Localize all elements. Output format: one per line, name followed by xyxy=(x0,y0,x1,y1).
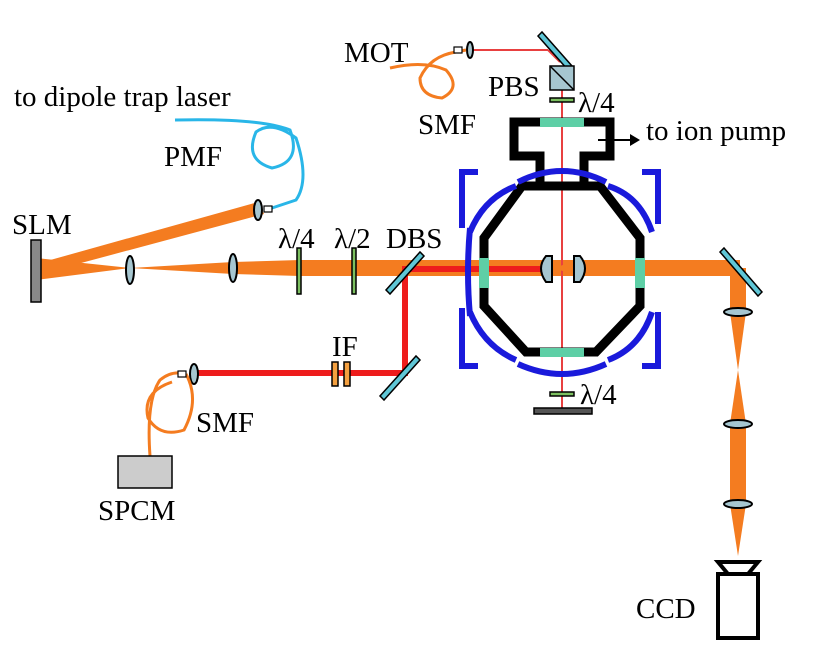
smf-top-connector xyxy=(453,46,463,54)
coil-bracket-right xyxy=(642,169,661,224)
trapped-atom xyxy=(560,265,566,271)
asphere-left xyxy=(540,255,553,283)
label-dbs: DBS xyxy=(386,223,442,255)
coil-arc-left xyxy=(465,227,473,317)
fluorescence-beam xyxy=(194,266,542,376)
red-beam-horizontal-top xyxy=(402,266,542,272)
vertical-beam-to-ccd xyxy=(730,504,746,556)
hwp-plate xyxy=(351,247,357,295)
lens-pmf xyxy=(253,199,263,221)
lens-mot xyxy=(466,41,474,59)
slm-incoming-beam xyxy=(36,202,264,274)
window-left xyxy=(479,258,489,288)
coil-bracket-right-low xyxy=(642,312,661,369)
smf-bottom-connector xyxy=(177,370,187,378)
ccd-camera xyxy=(713,560,763,640)
pmf-connector xyxy=(263,205,273,213)
label-spcm: SPCM xyxy=(98,495,175,527)
coil-arc-left-3 xyxy=(467,310,518,363)
spcm-box xyxy=(117,455,173,489)
mirrors xyxy=(378,30,764,415)
qwp-plate xyxy=(296,247,302,295)
coil-arc-right-2 xyxy=(606,311,655,363)
interference-filters xyxy=(331,361,351,387)
vertical-beam-upper xyxy=(730,268,746,312)
coils xyxy=(459,168,661,377)
window-top xyxy=(540,118,584,127)
coil-arc-right-1 xyxy=(607,183,655,233)
label-if: IF xyxy=(332,331,358,363)
red-beam-horizontal-bottom xyxy=(194,370,408,376)
label-qwp: λ/4 xyxy=(278,223,315,255)
coil-arc-bottom xyxy=(516,361,608,377)
lens-ccd-2 xyxy=(723,419,753,429)
smf-bottom-fiber xyxy=(145,371,194,457)
lens-ccd-1 xyxy=(723,307,753,317)
coil-bracket-left-low xyxy=(459,308,478,369)
ccd-body xyxy=(716,572,760,640)
mirror-ccd xyxy=(718,246,764,298)
window-right xyxy=(635,258,645,288)
lens-slm-2 xyxy=(228,253,238,283)
vacuum-chamber xyxy=(479,117,645,357)
label-pmf: PMF xyxy=(164,141,222,173)
vertical-beam-focus-2 xyxy=(730,370,746,424)
in-vacuum-lenses xyxy=(540,255,586,283)
lens-ccd-3 xyxy=(723,499,753,509)
label-pbs: PBS xyxy=(488,71,540,103)
coil-arc-left-2 xyxy=(467,183,518,234)
lens-slm-1 xyxy=(125,255,135,285)
slm-device xyxy=(30,239,42,303)
vertical-beam-middle xyxy=(730,424,746,504)
label-qwp-bottom: λ/4 xyxy=(580,379,617,411)
label-ion-pump: to ion pump xyxy=(646,115,786,147)
asphere-right xyxy=(573,255,586,283)
if-plate-1 xyxy=(331,361,339,387)
label-mot: MOT xyxy=(344,37,409,69)
fibers xyxy=(145,46,467,457)
red-beam-vertical xyxy=(402,270,408,374)
ion-pump-arrow xyxy=(630,134,640,146)
label-hwp: λ/2 xyxy=(334,223,371,255)
coil-arc-top xyxy=(516,168,608,185)
mirror-bottom xyxy=(533,407,593,415)
vertical-beam-focus-1 xyxy=(730,312,746,370)
mirror-dbs xyxy=(384,250,426,296)
mirror-if xyxy=(378,354,422,402)
lenses xyxy=(125,41,753,509)
smf-top-fiber xyxy=(389,48,467,100)
coil-bracket-left xyxy=(459,169,478,228)
label-qwp-top: λ/4 xyxy=(578,87,615,119)
qwp-bottom-plate xyxy=(549,391,575,397)
lens-smf-bottom xyxy=(189,363,199,385)
label-slm: SLM xyxy=(12,209,72,241)
label-ccd: CCD xyxy=(636,593,696,625)
pbs-cube xyxy=(549,65,575,91)
label-smf-top: SMF xyxy=(418,109,476,141)
labels: MOT to dipole trap laser PBS λ/4 SMF to … xyxy=(12,37,786,625)
pmf-fiber xyxy=(174,118,305,212)
qwp-top-plate xyxy=(549,97,575,103)
label-dipole-laser: to dipole trap laser xyxy=(14,81,231,113)
window-bottom xyxy=(540,348,584,357)
waveplates xyxy=(296,97,575,397)
if-plate-2 xyxy=(343,361,351,387)
label-smf-bottom: SMF xyxy=(196,407,254,439)
